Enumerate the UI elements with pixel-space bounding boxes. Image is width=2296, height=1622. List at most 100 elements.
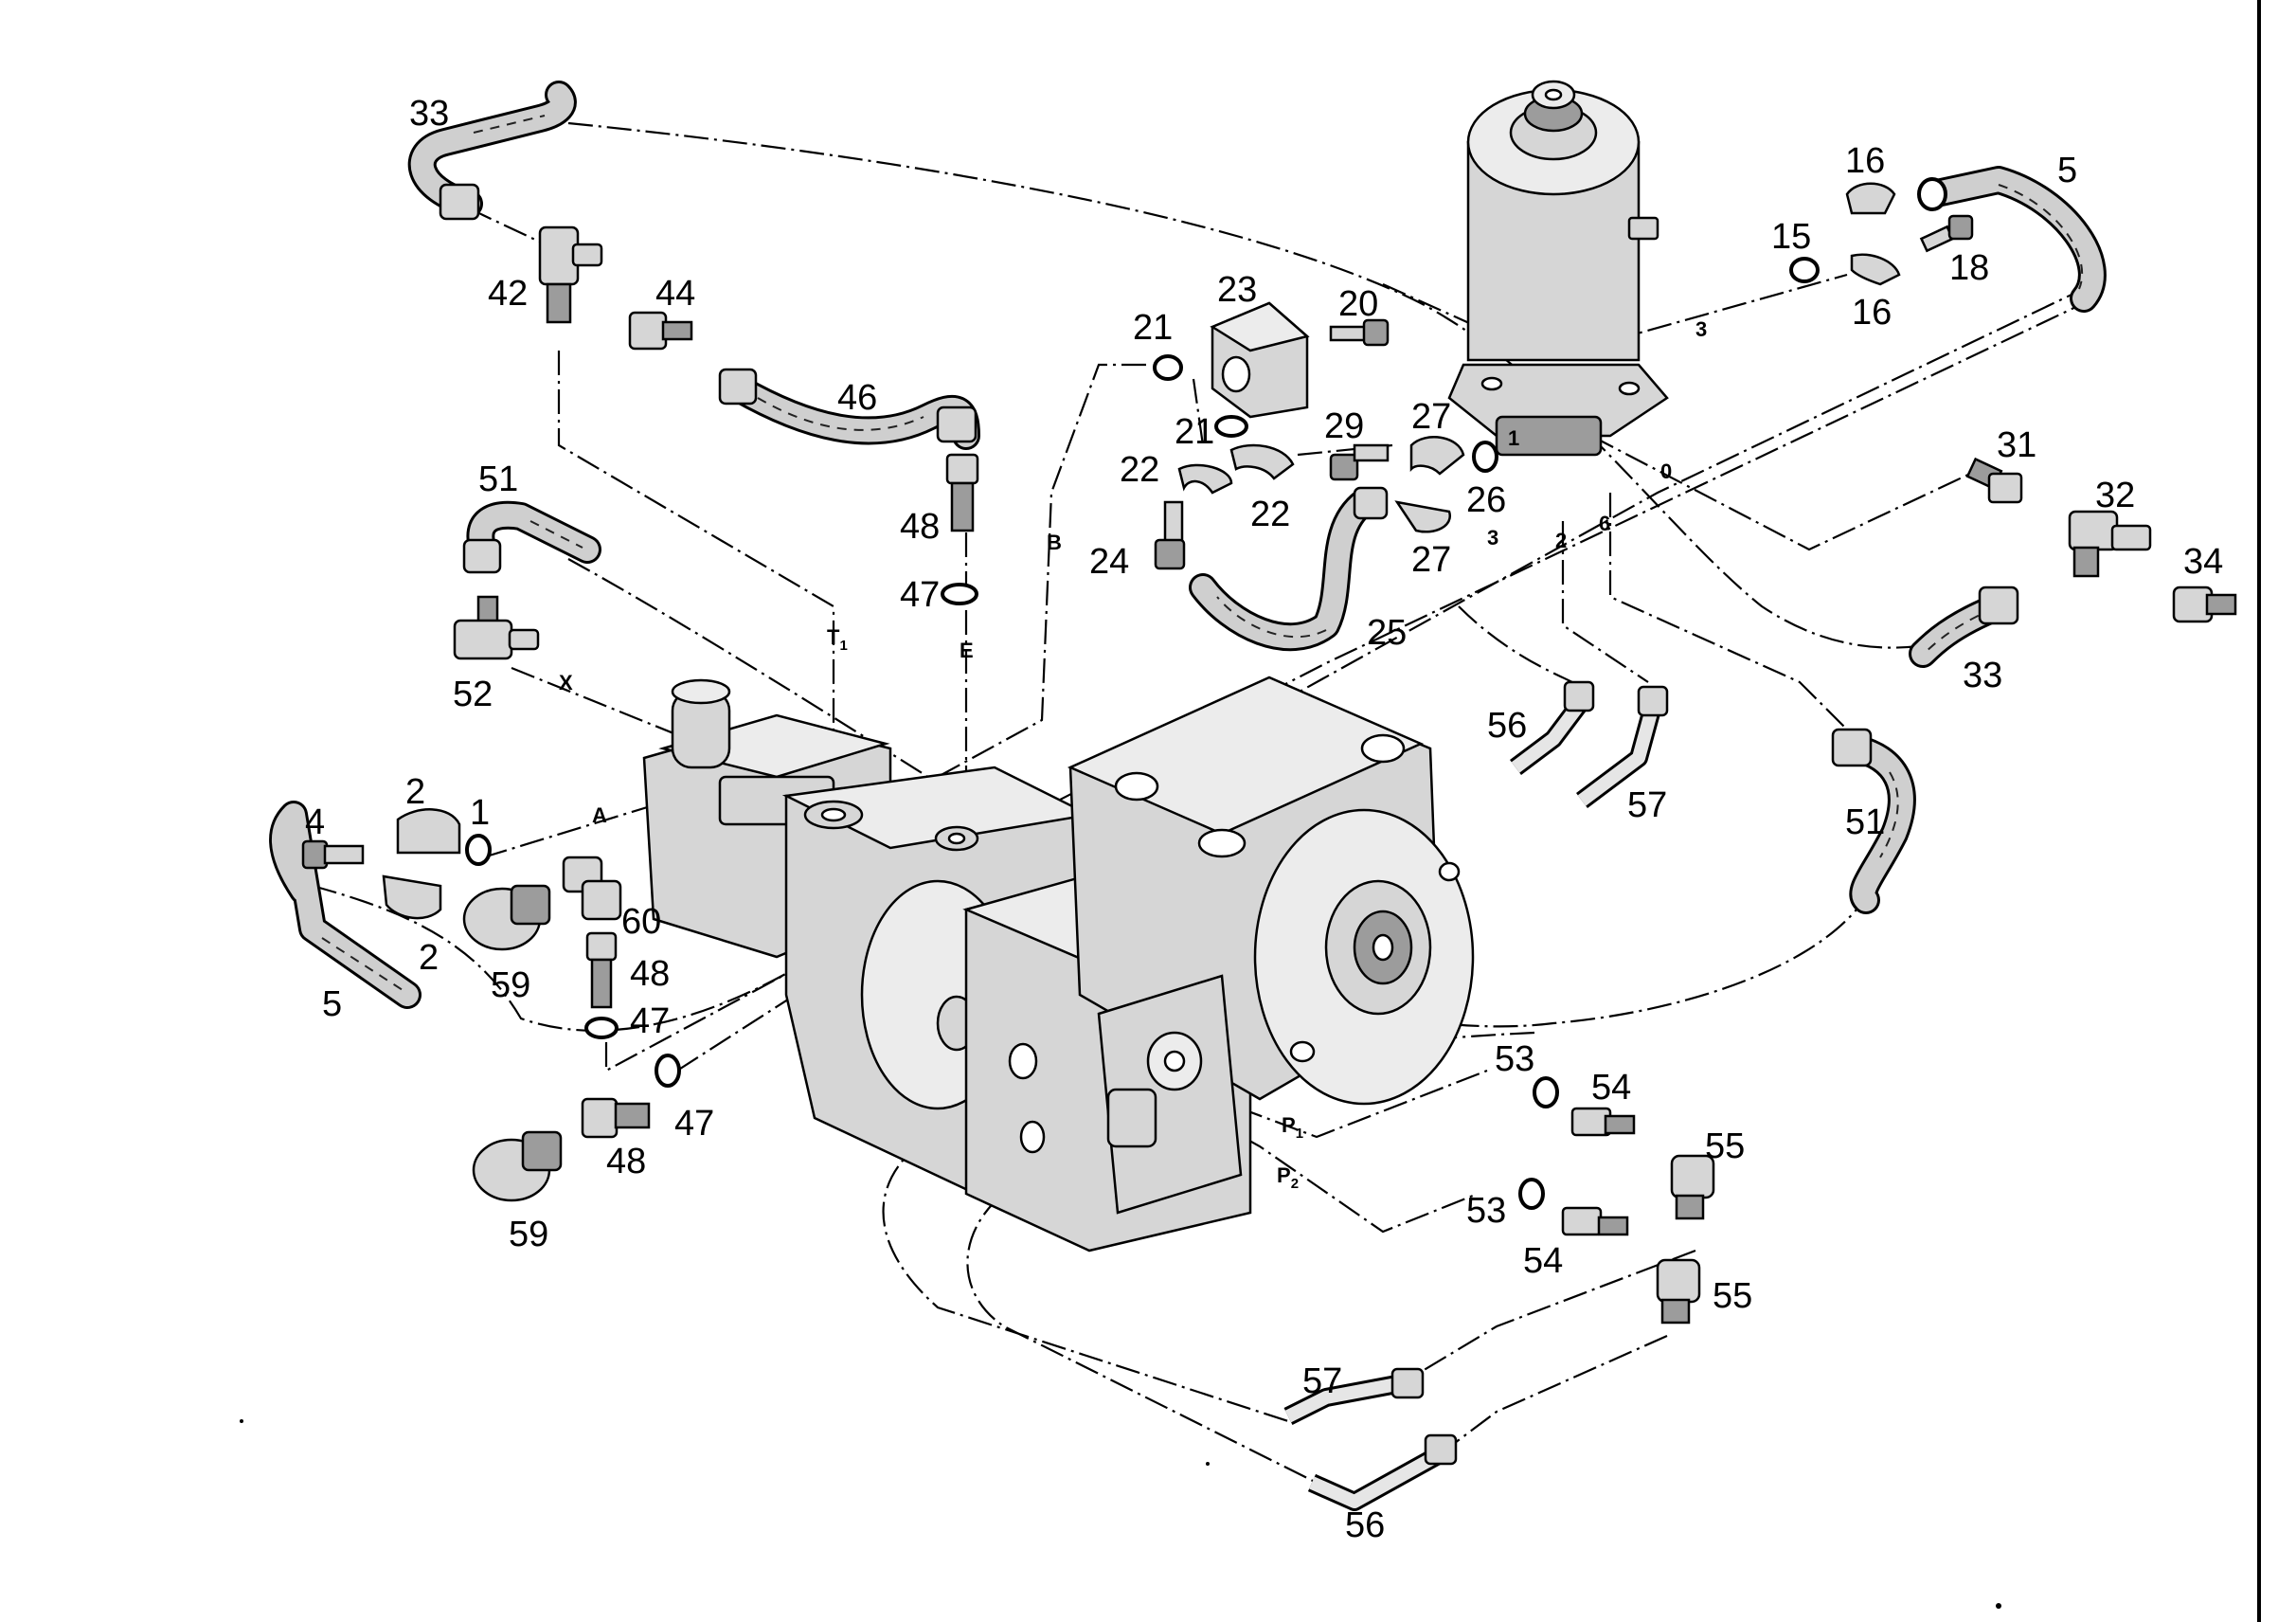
callout-48: 48: [630, 954, 670, 994]
hose-51-left: [462, 500, 601, 574]
flange-half-22-left: [1177, 463, 1233, 495]
callout-33: 33: [1963, 656, 2002, 695]
callout-27: 27: [1411, 397, 1451, 437]
o-ring-53-lower: [1518, 1178, 1545, 1210]
callout-47: 47: [900, 575, 940, 615]
callout-48: 48: [900, 507, 940, 547]
hose-5-right: [1917, 166, 2107, 313]
port-label-x: X: [559, 671, 573, 694]
callout-1: 1: [470, 793, 490, 833]
callout-29: 29: [1324, 406, 1364, 446]
callout-20: 20: [1338, 284, 1378, 324]
flange-half-16-upper: [1845, 182, 1896, 215]
bolt-4: [301, 839, 365, 870]
flange-half-22-right: [1229, 443, 1295, 480]
callout-22: 22: [1120, 450, 1159, 490]
callout-16: 16: [1852, 293, 1892, 333]
callout-25: 25: [1367, 613, 1407, 653]
o-ring-15: [1789, 257, 1820, 283]
pipe-57-lower: [1283, 1367, 1425, 1425]
seal-ring-47-upper: [941, 583, 978, 605]
tee-fitting-52: [453, 595, 540, 660]
bolt-29: [1329, 443, 1390, 481]
hose-46: [718, 368, 980, 450]
pipe-57-upper: [1576, 685, 1669, 808]
callout-48: 48: [606, 1142, 646, 1181]
flange-half-27-lower: [1394, 500, 1451, 533]
callout-56: 56: [1487, 706, 1527, 746]
cap-34: [2172, 586, 2237, 623]
callout-56: 56: [1345, 1505, 1385, 1545]
pipe-56-upper: [1510, 680, 1595, 775]
hose-25: [1189, 486, 1389, 652]
elbow-55-upper: [1670, 1154, 1715, 1220]
fitting-48-upper: [945, 453, 979, 532]
tee-fitting-32: [2068, 510, 2152, 578]
elbow-55-lower: [1656, 1258, 1701, 1325]
strainer-59-upper: [462, 884, 551, 951]
o-ring-1: [465, 834, 492, 866]
adapter-44: [628, 311, 693, 351]
motor-port-1: 1: [1508, 426, 1519, 450]
callout-44: 44: [655, 274, 695, 314]
callout-23: 23: [1217, 270, 1257, 310]
callout-15: 15: [1771, 217, 1811, 257]
callout-42: 42: [488, 274, 528, 314]
callout-24: 24: [1089, 542, 1129, 582]
motor-port-0: 0: [1660, 460, 1672, 483]
port-label-t1: T1: [827, 625, 848, 654]
callout-55: 55: [1705, 1126, 1745, 1166]
o-ring-21-upper: [1153, 354, 1183, 381]
port-label-b: B: [1047, 531, 1062, 554]
motor-port-3-upper: 3: [1695, 317, 1707, 341]
callout-53: 53: [1495, 1039, 1534, 1079]
hose-33-upper-left: [407, 81, 577, 221]
callout-54: 54: [1523, 1241, 1563, 1281]
motor-port-2: 2: [1555, 529, 1567, 552]
scan-specks: [240, 1419, 2001, 1609]
flange-half-2-lower: [382, 874, 442, 920]
hose-51-right: [1831, 728, 1916, 914]
strainer-59-lower: [472, 1130, 563, 1202]
o-ring-53-upper: [1533, 1076, 1559, 1108]
o-ring-21-lower: [1214, 415, 1248, 438]
callout-27: 27: [1411, 540, 1451, 580]
port-labels: T1 E B X A P1 P2 1 3 3 2 6 0: [559, 317, 1707, 1192]
motor-port-6: 6: [1599, 512, 1610, 535]
tee-fitting-42: [538, 225, 603, 324]
hose-5-left: [269, 801, 422, 1009]
callout-54: 54: [1591, 1068, 1631, 1108]
flange-half-16-lower: [1850, 253, 1901, 286]
callout-51: 51: [478, 460, 518, 499]
callout-57: 57: [1627, 785, 1667, 825]
callout-numbers: 33 42 44 46 48 47 51 52 4 2 1 2 5 59 60 …: [305, 94, 2223, 1545]
port-label-p1: P1: [1282, 1113, 1303, 1142]
bolt-18: [1919, 214, 1974, 253]
callout-5: 5: [322, 984, 342, 1024]
callout-51: 51: [1845, 802, 1885, 842]
motor-port-3-lower: 3: [1487, 526, 1498, 550]
fitting-48-middle: [585, 931, 618, 1009]
elbow-60: [562, 856, 622, 921]
fitting-48-lower: [581, 1097, 651, 1139]
adapter-54-lower: [1561, 1206, 1629, 1236]
seal-ring-47-lower: [655, 1054, 681, 1088]
callout-53: 53: [1466, 1191, 1506, 1231]
pipe-56-lower: [1307, 1433, 1458, 1511]
callout-47: 47: [630, 1001, 670, 1041]
callout-59: 59: [491, 965, 530, 1005]
flange-half-27-upper: [1409, 436, 1465, 476]
callout-59: 59: [509, 1215, 548, 1254]
port-label-a: A: [592, 803, 607, 827]
callout-60: 60: [621, 902, 661, 942]
port-label-p2: P2: [1277, 1163, 1299, 1192]
callout-2: 2: [405, 772, 425, 812]
bolt-20: [1329, 318, 1390, 347]
callout-31: 31: [1997, 425, 2036, 465]
adapter-54-upper: [1570, 1107, 1636, 1137]
block-23: [1210, 301, 1310, 419]
hose-33-right: [1909, 586, 2019, 668]
callout-55: 55: [1713, 1276, 1752, 1316]
o-ring-26: [1472, 441, 1498, 473]
